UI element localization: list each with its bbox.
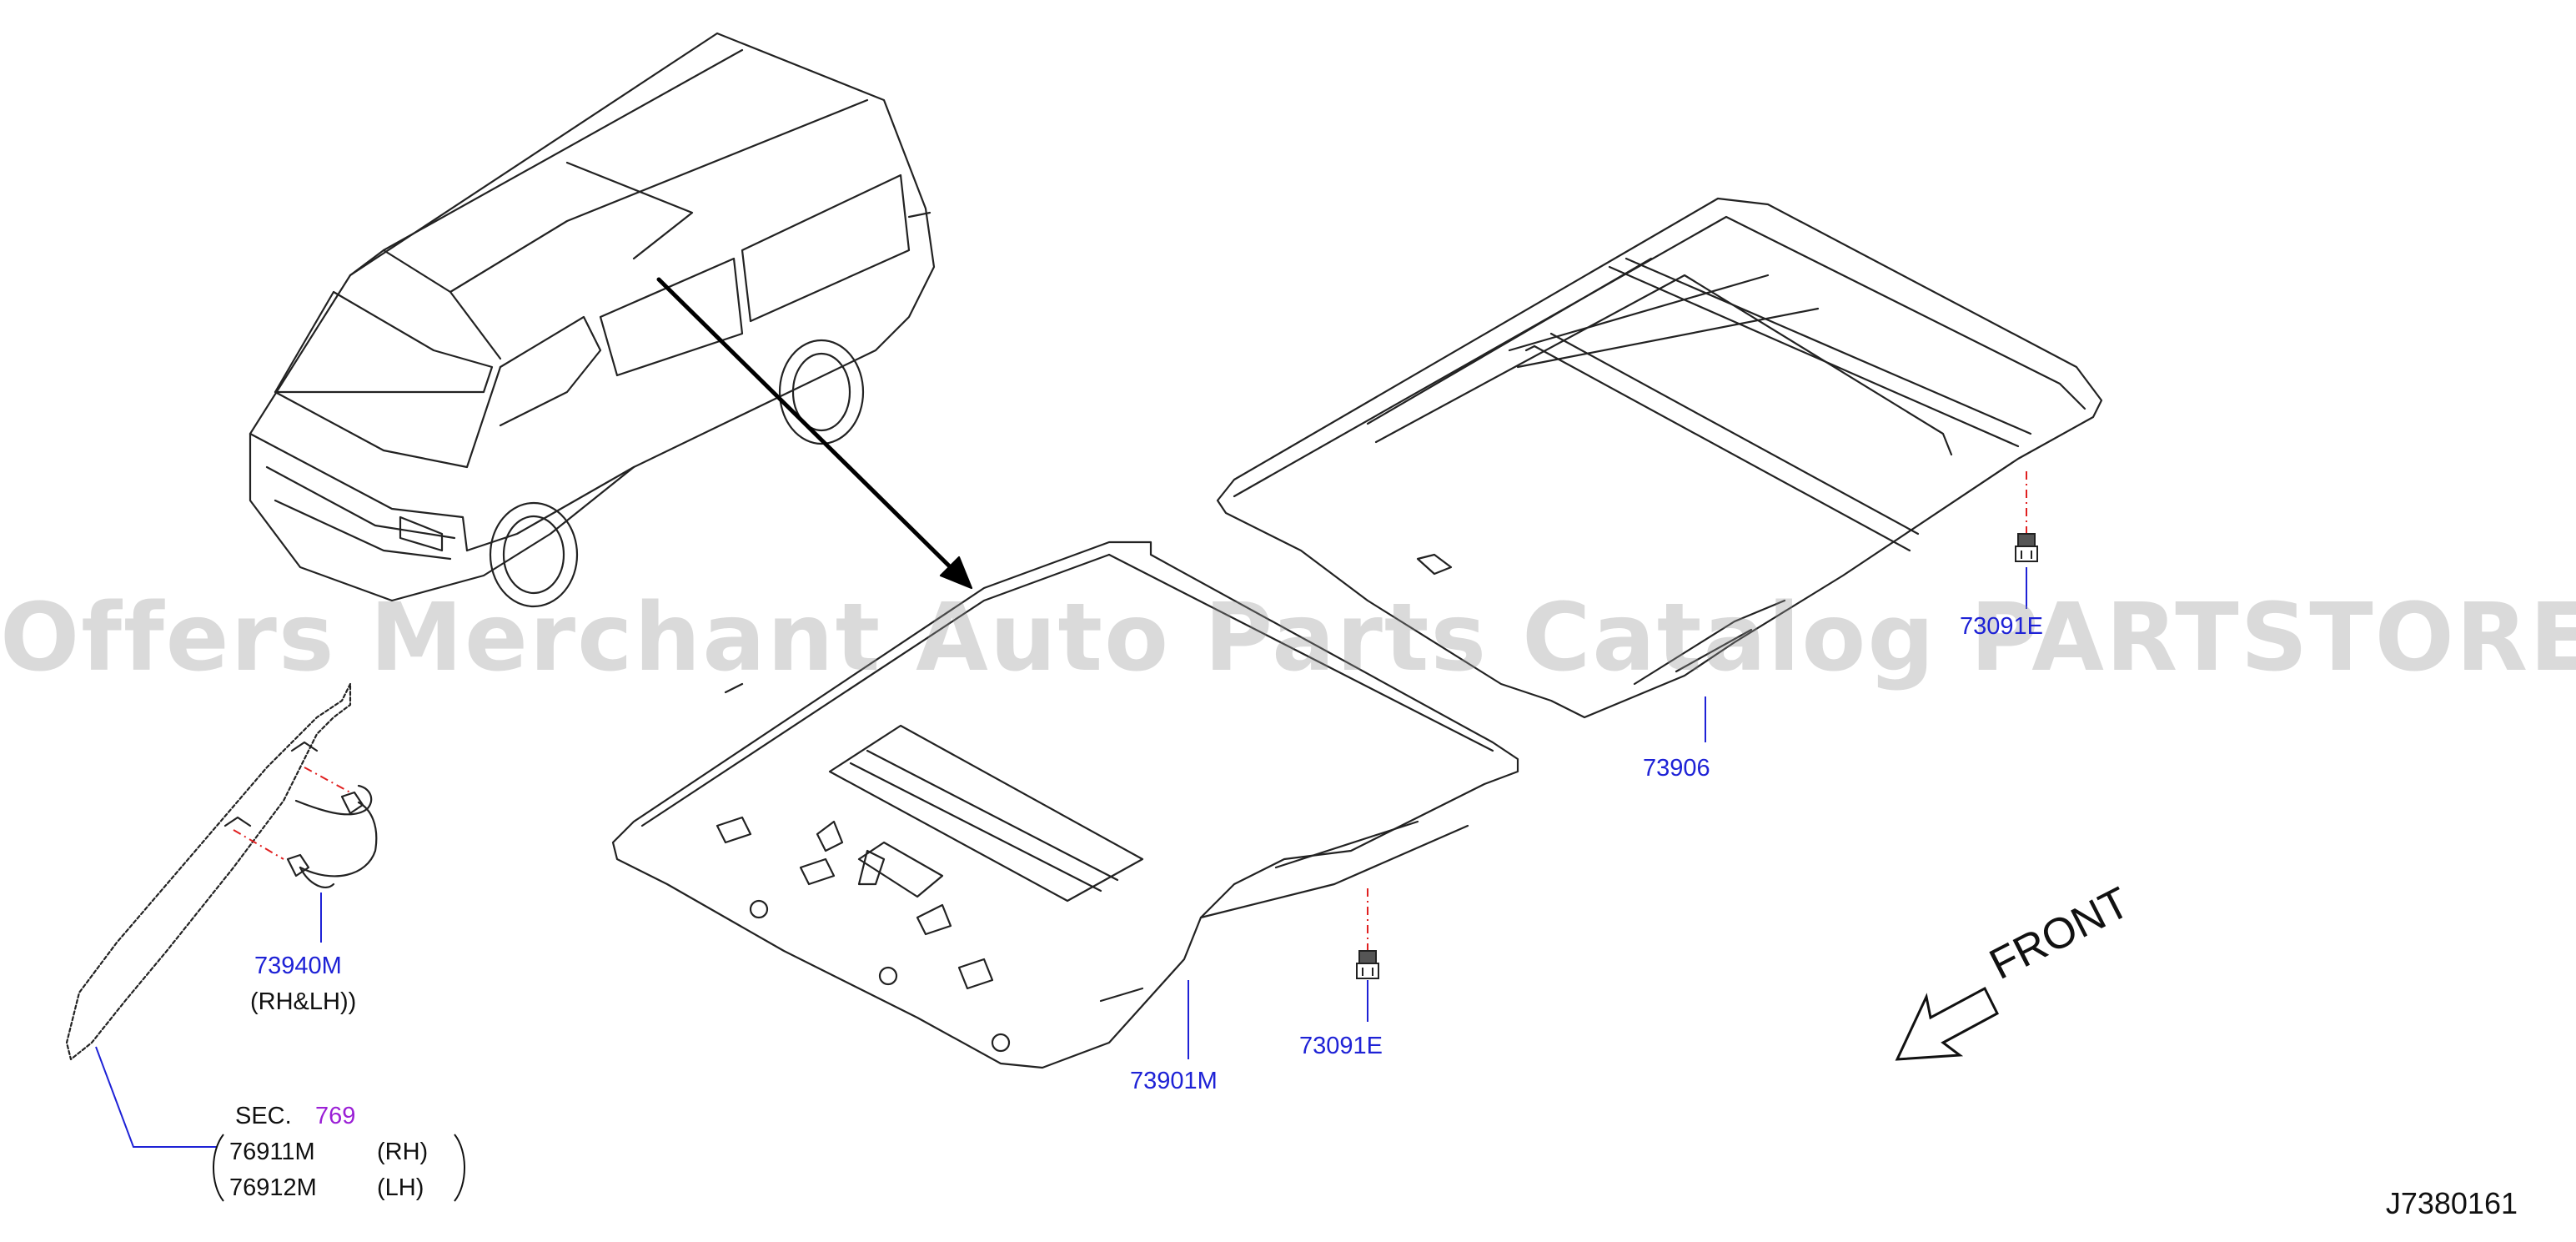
callout-76911m[interactable]: 76911M [229, 1139, 315, 1165]
callout-76912m[interactable]: 76912M [229, 1174, 317, 1201]
front-headlining-73901m [611, 541, 1519, 1069]
callout-73906[interactable]: 73906 [1643, 755, 1710, 782]
section-number[interactable]: 769 [315, 1103, 356, 1129]
assist-grip-73940m [286, 784, 378, 889]
callout-76912m-side: (LH) [377, 1174, 424, 1201]
drawing-code: J7380161 [2385, 1186, 2518, 1220]
rear-headlining-73906 [1216, 197, 2103, 719]
pillar-garnish [65, 682, 352, 1061]
callout-73091e-left[interactable]: 73091E [1299, 1033, 1383, 1059]
part-bracket [213, 1134, 465, 1202]
callout-73940m-note: (RH&LH)) [250, 988, 357, 1015]
van-illustration [249, 32, 936, 608]
clips [1356, 533, 2038, 979]
callout-leaders [95, 567, 2027, 1148]
callout-76911m-side: (RH) [377, 1139, 429, 1165]
watermark: Offers Merchant Auto Parts Catalog PARTS… [0, 584, 2576, 692]
location-arrow [656, 277, 973, 590]
callout-73091e-right[interactable]: 73091E [1960, 613, 2043, 640]
callout-73901m[interactable]: 73901M [1130, 1068, 1218, 1094]
callout-73940m[interactable]: 73940M [254, 953, 342, 979]
section-prefix: SEC. [235, 1103, 292, 1129]
dash-leaders [233, 471, 2027, 951]
clip-73091e-right [2015, 533, 2038, 562]
front-arrow [1895, 986, 1999, 1061]
clip-73091e-left [1356, 950, 1379, 979]
